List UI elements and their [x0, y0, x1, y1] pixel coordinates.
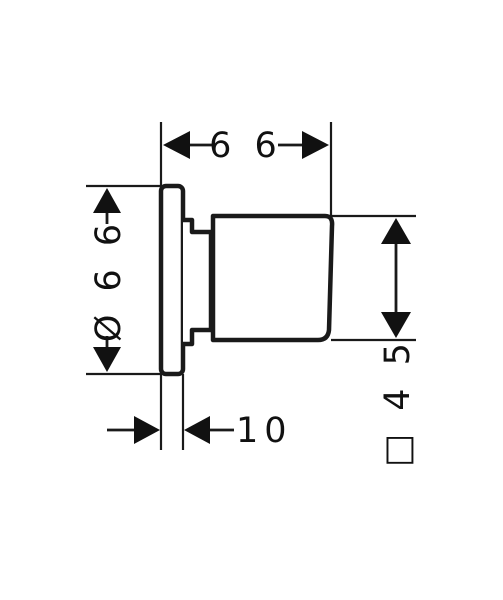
dimension-handle-square: □ 4 5: [378, 218, 418, 467]
handle-body: [210, 213, 335, 343]
handle-square-label: □ 4 5: [378, 337, 418, 467]
rosette-diameter-label: Ø 6 6: [89, 218, 129, 342]
arrow-down-icon: [93, 347, 121, 372]
rosette-plate: [158, 183, 186, 377]
neck: [183, 217, 214, 347]
overall-depth-label: 6 6: [209, 126, 283, 166]
extension-lines: [86, 122, 416, 450]
dimension-overall-depth: 6 6: [163, 126, 329, 166]
rosette-thickness-label: 10: [236, 411, 293, 451]
arrow-left-icon: [163, 131, 190, 159]
arrow-up-icon: [381, 218, 411, 244]
arrow-down-icon: [381, 312, 411, 338]
dimension-rosette-diameter: Ø 6 6: [89, 188, 129, 372]
part-outline: [158, 183, 335, 377]
arrow-right-icon: [134, 416, 160, 444]
arrow-up-icon: [93, 188, 121, 213]
arrow-left-icon: [184, 416, 210, 444]
arrow-right-icon: [302, 131, 329, 159]
dimension-rosette-thickness: 10: [107, 411, 293, 451]
